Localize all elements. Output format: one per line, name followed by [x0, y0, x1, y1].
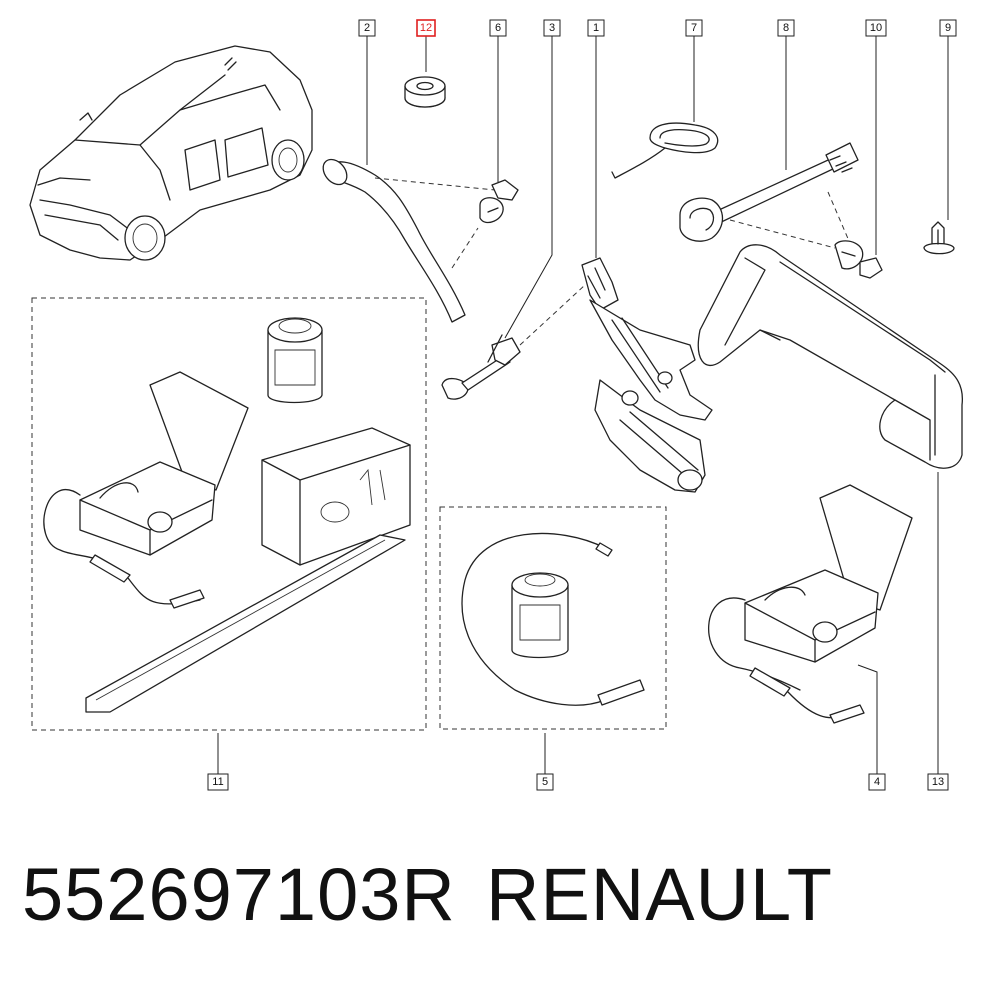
kit-11-group: [31, 297, 427, 731]
leader-lines: [217, 36, 949, 774]
part-3-pin: [441, 284, 586, 400]
part-4-compressor: [708, 484, 913, 724]
part-2-tube: [322, 158, 496, 323]
part-number-text: 552697103R: [22, 853, 456, 936]
part-13-strap: [697, 244, 963, 469]
svg-text:12: 12: [420, 22, 432, 34]
callout-8: 8: [777, 19, 795, 37]
svg-text:10: 10: [870, 22, 882, 34]
svg-text:5: 5: [542, 776, 548, 788]
callout-3: 3: [543, 19, 561, 37]
callout-7: 7: [685, 19, 703, 37]
svg-text:1: 1: [593, 22, 599, 34]
part-9-fastener: [923, 221, 955, 255]
callout-2: 2: [358, 19, 376, 37]
callout-5: 5: [536, 773, 554, 791]
callout-1: 1: [587, 19, 605, 37]
callout-4: 4: [868, 773, 886, 791]
part-7-hook: [611, 122, 719, 179]
svg-text:2: 2: [364, 22, 370, 34]
kit-5-group: [439, 506, 667, 730]
callout-13: 13: [927, 773, 949, 791]
svg-text:6: 6: [495, 22, 501, 34]
part-10-clip: [834, 240, 883, 279]
part-1-jack: [581, 257, 713, 493]
part-12-washer: [404, 76, 446, 108]
callout-9: 9: [939, 19, 957, 37]
svg-text:4: 4: [874, 776, 880, 788]
callout-12: 12: [416, 19, 436, 37]
brand-text: RENAULT: [486, 853, 833, 936]
car-illustration: [29, 45, 313, 261]
part-8-handle: [679, 142, 859, 249]
part-6-clip: [479, 179, 519, 223]
svg-text:13: 13: [932, 776, 944, 788]
callout-6: 6: [489, 19, 507, 37]
svg-text:7: 7: [691, 22, 697, 34]
svg-text:3: 3: [549, 22, 555, 34]
callout-11: 11: [207, 773, 229, 791]
svg-text:11: 11: [212, 776, 223, 788]
svg-text:8: 8: [783, 22, 789, 34]
callout-10: 10: [865, 19, 887, 37]
svg-text:9: 9: [945, 22, 951, 34]
callout-labels: 2 12 6 3 1 7 8 10: [207, 19, 957, 791]
